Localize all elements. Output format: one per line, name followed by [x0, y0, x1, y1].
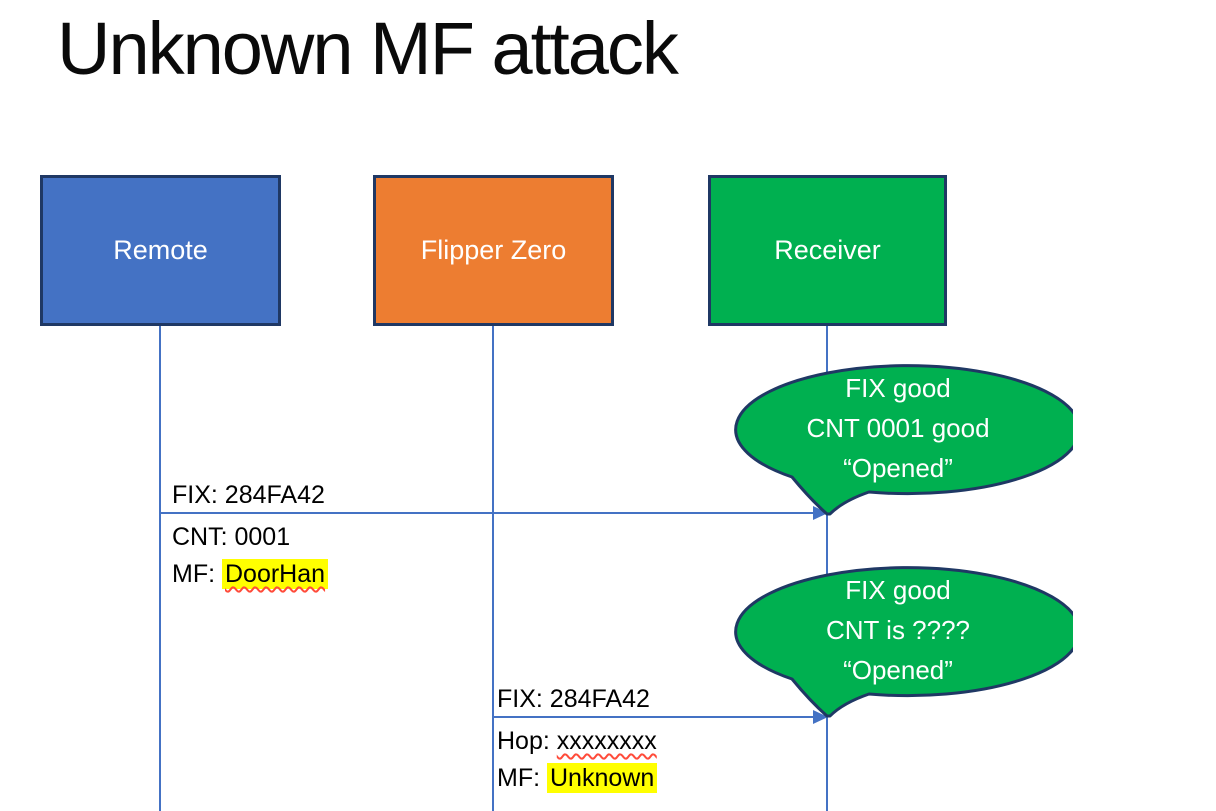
lifeline-remote	[159, 326, 161, 811]
bubble-line: FIX good	[845, 575, 951, 605]
label-value-highlighted: Unknown	[547, 763, 658, 793]
label-value: 284FA42	[224, 481, 325, 509]
label-prefix: Hop:	[497, 727, 557, 755]
page-title: Unknown MF attack	[57, 7, 679, 90]
label-prefix: MF:	[172, 560, 222, 588]
label-value-highlighted: DoorHan	[222, 559, 329, 589]
actor-label-remote: Remote	[113, 235, 208, 265]
label-prefix: MF:	[497, 764, 547, 792]
label-value-misspelled: xxxxxxxx	[556, 727, 657, 755]
actor-label-flipper-zero: Flipper Zero	[420, 235, 567, 265]
lifeline-receiver	[826, 326, 828, 811]
lifeline-flipper-zero	[492, 326, 494, 811]
actor-label-receiver: Receiver	[774, 235, 881, 265]
speech-bubble-2	[734, 566, 1073, 718]
label-prefix: FIX:	[172, 481, 225, 509]
message-1-line-cnt: CNT: 0001	[172, 519, 328, 556]
actor-box-receiver: Receiver	[708, 175, 947, 326]
message-2-line-fix: FIX: 284FA42	[497, 681, 650, 718]
bubble-line: “Opened”	[843, 453, 953, 483]
speech-bubble-1-text: FIX good CNT 0001 good “Opened”	[733, 368, 1063, 488]
message-1-line-mf: MF: DoorHan	[172, 556, 329, 593]
actor-box-flipper-zero: Flipper Zero	[373, 175, 614, 326]
message-1-detail-lines: CNT: 0001 MF: DoorHan	[172, 519, 329, 593]
speech-bubble-1	[734, 364, 1073, 516]
label-value: 284FA42	[549, 685, 650, 713]
bubble-line: CNT is ????	[825, 615, 971, 645]
message-2-line-hop: Hop: xxxxxxxx	[497, 723, 657, 760]
actor-box-remote: Remote	[40, 175, 281, 326]
message-1-line-fix: FIX: 284FA42	[172, 477, 325, 514]
label-prefix: FIX:	[497, 685, 550, 713]
bubble-line: “Opened”	[843, 655, 953, 685]
bubble-line: FIX good	[845, 373, 951, 403]
message-2-detail-lines: Hop: xxxxxxxx MF: Unknown	[497, 723, 658, 797]
speech-bubble-2-text: FIX good CNT is ???? “Opened”	[733, 570, 1063, 690]
label-value: 0001	[234, 523, 291, 551]
bubble-line: CNT 0001 good	[806, 413, 990, 443]
message-2-line-mf: MF: Unknown	[497, 760, 658, 797]
label-prefix: CNT:	[172, 523, 235, 551]
